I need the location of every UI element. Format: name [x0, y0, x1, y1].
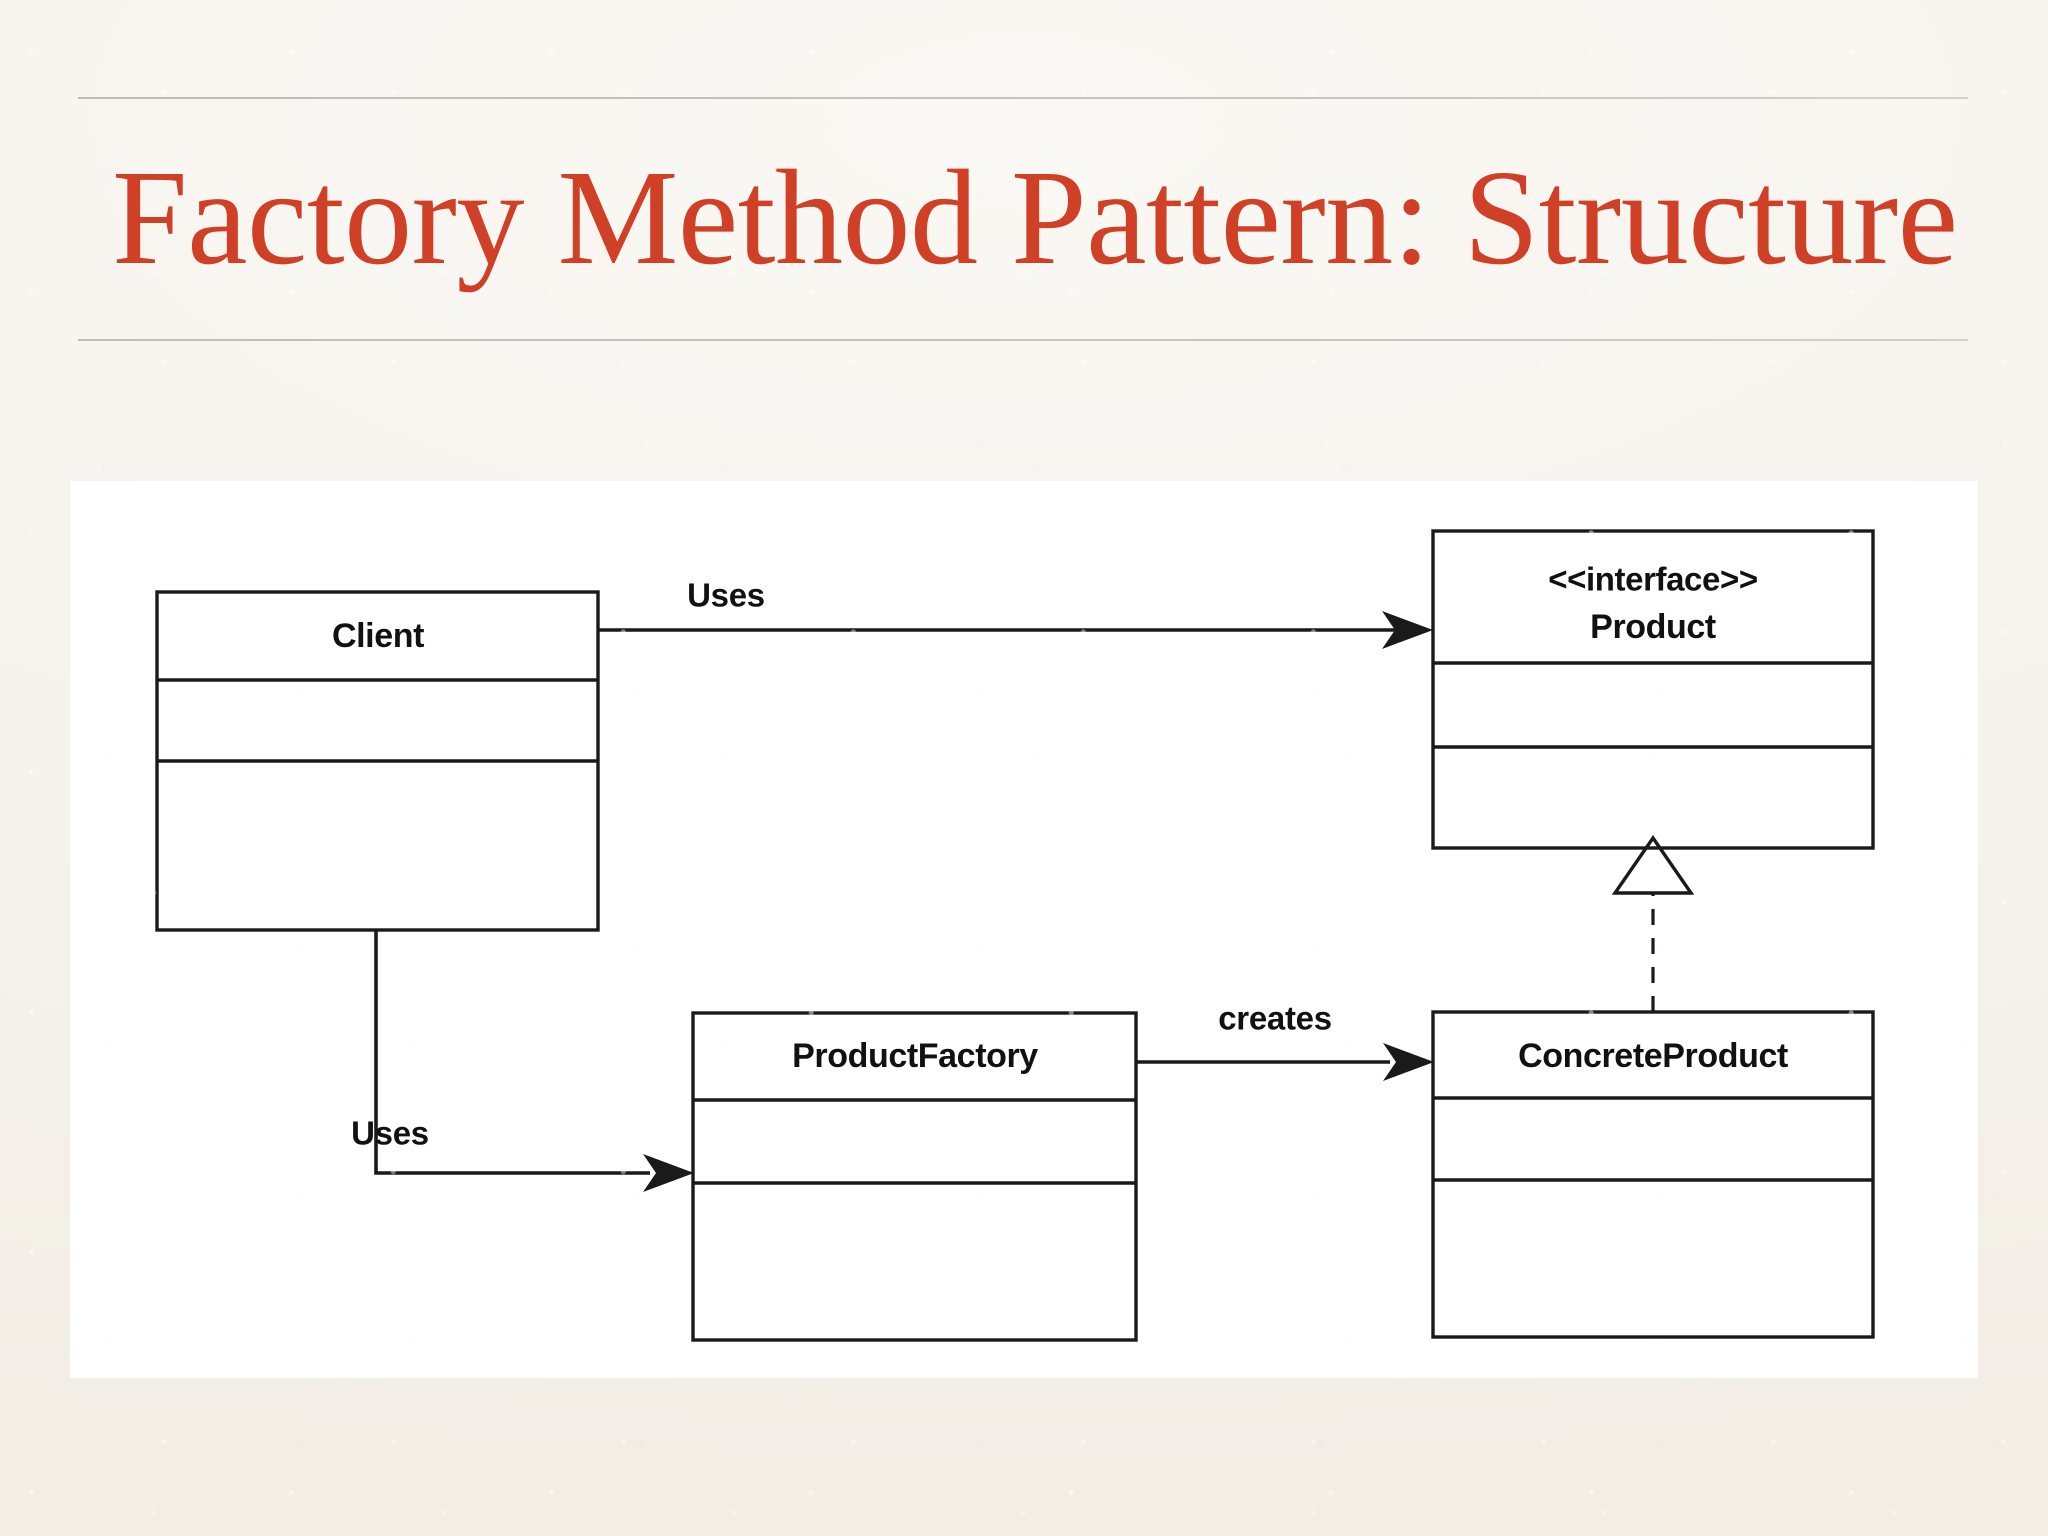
uml-class-name-product: Product — [1590, 608, 1716, 646]
uml-class-product[interactable]: <<interface>> Product — [1431, 529, 1875, 850]
relation-label-uses-factory: Uses — [351, 1115, 429, 1152]
relation-factory-creates-concrete: creates — [1136, 1000, 1434, 1081]
uml-diagram-panel: Uses Uses creates — [70, 481, 1978, 1378]
relation-client-uses-factory: Uses — [351, 930, 694, 1192]
relation-label-creates: creates — [1218, 1000, 1332, 1037]
uml-class-client[interactable]: Client — [155, 590, 600, 932]
uml-class-name-concrete-product: ConcreteProduct — [1518, 1037, 1788, 1075]
uml-class-name-product-factory: ProductFactory — [792, 1037, 1038, 1075]
uml-class-concrete-product[interactable]: ConcreteProduct — [1431, 1010, 1875, 1339]
relation-client-uses-product: Uses — [598, 577, 1433, 649]
uml-class-name-client: Client — [332, 617, 424, 655]
uml-class-product-factory[interactable]: ProductFactory — [691, 1011, 1138, 1342]
title-rule-bottom — [78, 339, 1968, 341]
title-rule-top — [78, 97, 1968, 99]
uml-class-diagram: Uses Uses creates — [155, 529, 1875, 1342]
relation-concrete-realizes-product — [1611, 835, 1695, 1012]
relation-label-uses-product: Uses — [687, 577, 765, 614]
uml-stereotype-product: <<interface>> — [1548, 561, 1757, 598]
page-title: Factory Method Pattern: Structure — [112, 142, 1958, 293]
